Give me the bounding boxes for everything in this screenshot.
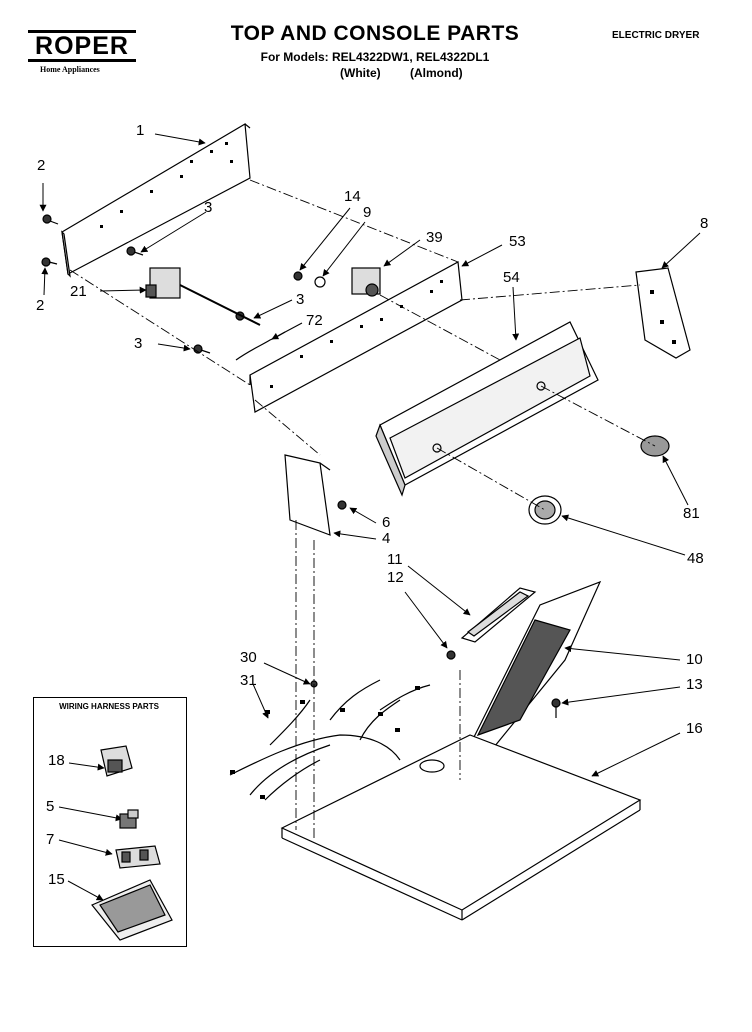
part-4-end-cap <box>284 454 331 536</box>
callout-48: 48 <box>687 550 704 567</box>
page-title: TOP AND CONSOLE PARTS <box>230 22 520 45</box>
part-11-lint-housing <box>460 587 537 643</box>
callout-30: 30 <box>240 649 257 666</box>
callout-6: 6 <box>382 514 391 531</box>
alignment-lines <box>69 179 656 840</box>
callout-9: 9 <box>363 204 372 221</box>
part-48-knob <box>528 495 562 525</box>
part-10-lint-screen <box>469 580 602 753</box>
part-12-screw <box>446 650 456 660</box>
roper-logo: ROPER Home Appliances <box>28 30 136 74</box>
part-16-top-panel <box>280 734 642 921</box>
callout-1: 1 <box>136 122 145 139</box>
part-5-connector <box>119 809 139 829</box>
part-31-wiring-harness <box>229 679 431 801</box>
callout-53: 53 <box>509 233 526 250</box>
callout-18: 18 <box>48 752 65 769</box>
callout-12: 12 <box>387 569 404 586</box>
callout-3-upper: 3 <box>204 199 213 216</box>
document-type: ELECTRIC DRYER <box>612 30 700 41</box>
model-numbers: For Models: REL4322DW1, REL4322DL1 <box>260 50 490 64</box>
brand-subtitle: Home Appliances <box>40 65 100 74</box>
callout-15: 15 <box>48 871 65 888</box>
callout-3-lower: 3 <box>134 335 143 352</box>
callout-5: 5 <box>46 798 55 815</box>
wiring-harness-box <box>33 697 187 947</box>
callout-81: 81 <box>683 505 700 522</box>
leader-arrows <box>39 133 701 901</box>
callout-39: 39 <box>426 229 443 246</box>
callout-13: 13 <box>686 676 703 693</box>
brand-name: ROPER <box>28 30 136 62</box>
callout-14: 14 <box>344 188 361 205</box>
callout-2-upper: 2 <box>37 157 46 174</box>
callout-10: 10 <box>686 651 703 668</box>
part-14-part-9-fasteners <box>293 271 326 288</box>
callout-16: 16 <box>686 720 703 737</box>
part-21-timer <box>145 267 261 326</box>
finish-white: (White) <box>340 66 381 80</box>
part-18-connector <box>100 745 133 777</box>
callout-54: 54 <box>503 269 520 286</box>
part-6-screw <box>337 500 347 510</box>
part-7-connector <box>115 845 161 869</box>
finish-labels: (White) (Almond) <box>340 66 480 80</box>
callout-11: 11 <box>387 551 403 568</box>
callout-3-middle: 3 <box>296 291 305 308</box>
callout-72: 72 <box>306 312 323 329</box>
part-54-console <box>375 321 599 497</box>
callout-21: 21 <box>70 283 87 300</box>
callout-4: 4 <box>382 530 391 547</box>
callout-8: 8 <box>700 215 709 232</box>
part-3-screws <box>126 246 254 354</box>
part-8-end-cap <box>635 267 691 359</box>
part-2-screws <box>41 214 59 267</box>
callout-7: 7 <box>46 831 55 848</box>
callout-31: 31 <box>240 672 257 689</box>
part-1-control-panel <box>61 123 251 278</box>
finish-almond: (Almond) <box>410 66 463 80</box>
part-13-screw <box>551 698 561 718</box>
part-15-connector <box>91 879 173 941</box>
part-39-switch <box>351 267 381 297</box>
wiring-harness-title: WIRING HARNESS PARTS <box>59 702 159 711</box>
callout-2-lower: 2 <box>36 297 45 314</box>
